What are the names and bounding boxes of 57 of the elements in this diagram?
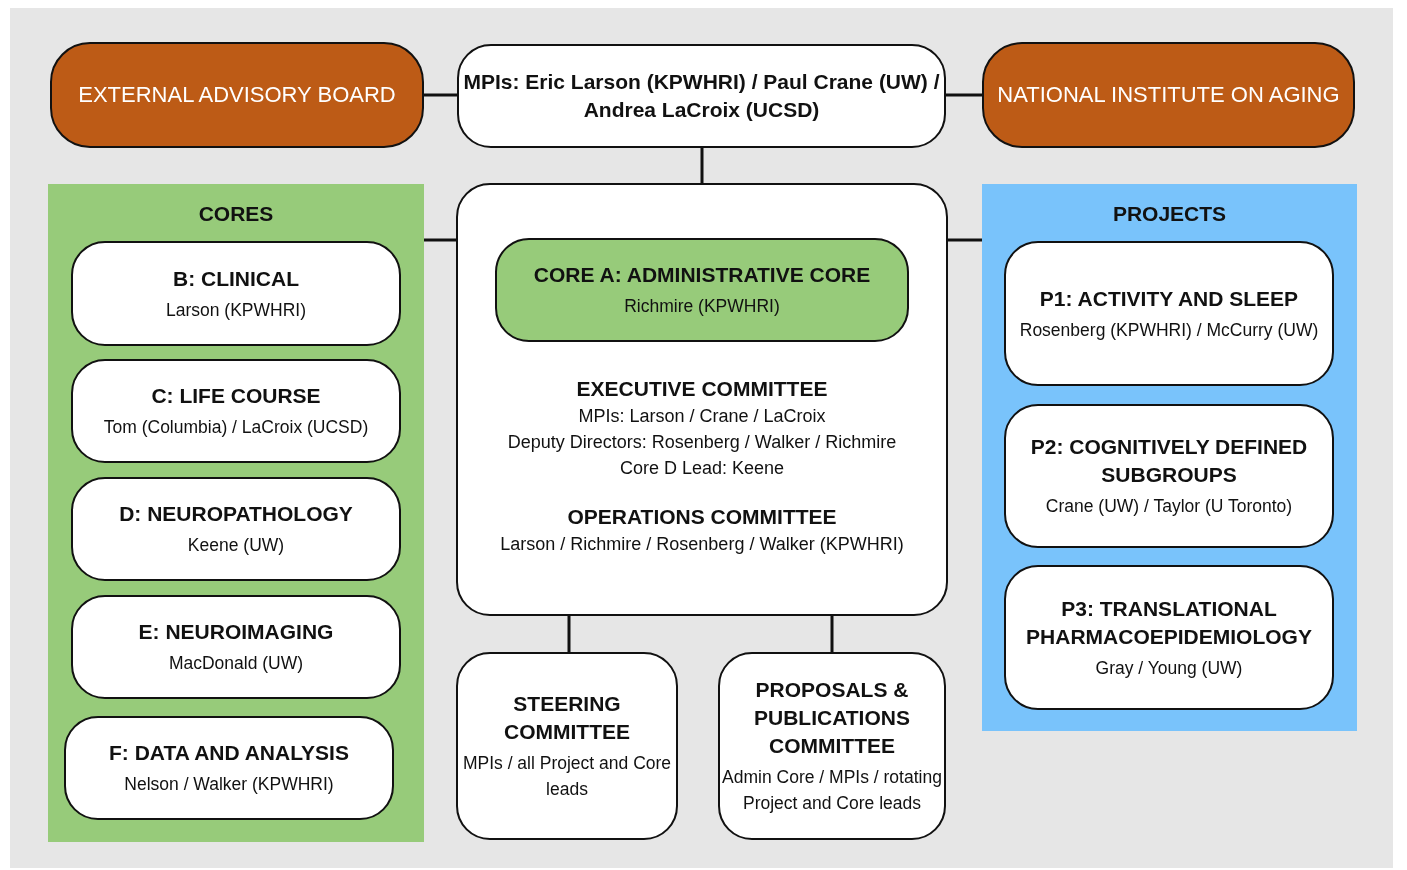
- heading-text: NATIONAL INSTITUTE ON AGING: [997, 81, 1340, 109]
- core-box: [64, 716, 394, 820]
- committee-box: [718, 652, 946, 840]
- member-text: Keene (UW): [187, 534, 285, 557]
- heading-text: PROPOSALS & PUBLICATIONS COMMITTEE: [753, 677, 911, 759]
- connector-line: [424, 238, 456, 242]
- heading-text: D: NEUROPATHOLOGY: [119, 501, 353, 527]
- core-box: [71, 477, 401, 581]
- heading-text: PROJECTS: [1112, 201, 1227, 227]
- central-box: [456, 183, 948, 616]
- board-box: [50, 42, 424, 148]
- project-box: [1004, 565, 1334, 710]
- connector-line: [948, 238, 982, 242]
- member-text: Gray / Young (UW): [1095, 656, 1243, 680]
- member-text: Crane (UW) / Taylor (U Toronto): [1045, 495, 1293, 518]
- cores-panel: [48, 184, 424, 842]
- heading-text: CORES: [198, 201, 274, 227]
- heading-text: P2: COGNITIVELY DEFINED SUBGROUPS: [1029, 434, 1309, 488]
- core-box: [495, 238, 909, 342]
- project-box: [1004, 241, 1334, 386]
- project-box: [1004, 404, 1334, 548]
- connector-line: [946, 93, 982, 97]
- member-text: MPIs: Larson / Crane / LaCroix: [578, 405, 826, 428]
- projects-panel: [982, 184, 1357, 731]
- heading-text: EXECUTIVE COMMITTEE: [576, 376, 828, 402]
- mpi-box: [457, 44, 946, 148]
- core-box: [71, 359, 401, 463]
- heading-text: OPERATIONS COMMITTEE: [567, 504, 837, 530]
- connector-line: [700, 148, 704, 183]
- heading-text: F: DATA AND ANALYSIS: [109, 740, 349, 766]
- connector-line: [830, 616, 834, 652]
- heading-text: B: CLINICAL: [173, 265, 299, 292]
- heading-text: EXTERNAL ADVISORY BOARD: [78, 81, 396, 109]
- institute-box: [982, 42, 1355, 148]
- heading-text: P1: ACTIVITY AND SLEEP: [1039, 285, 1299, 312]
- member-text: Tom (Columbia) / LaCroix (UCSD): [103, 416, 369, 439]
- heading-text: E: NEUROIMAGING: [138, 619, 334, 645]
- core-box: [71, 241, 401, 346]
- member-text: MPIs / all Project and Core leads: [461, 752, 673, 801]
- member-text: Larson / Richmire / Rosenberg / Walker (KPWHRI): [500, 533, 904, 556]
- heading-text: P3: TRANSLATIONAL PHARMACOEPIDEMIOLOGY: [1025, 595, 1313, 650]
- member-text: MacDonald (UW): [168, 652, 304, 675]
- heading-text: STEERING COMMITTEE: [503, 691, 631, 745]
- member-text: Deputy Directors: Rosenberg / Walker / Richmire: [507, 431, 897, 454]
- member-text: Richmire (KPWHRI): [624, 295, 780, 318]
- connector-line: [424, 93, 457, 97]
- committee-box: [456, 652, 678, 840]
- core-box: [71, 595, 401, 699]
- heading-text: C: LIFE COURSE: [151, 383, 321, 409]
- member-text: Nelson / Walker (KPWHRI): [124, 773, 334, 796]
- member-text: Core D Lead: Keene: [619, 457, 785, 480]
- member-text: Larson (KPWHRI): [166, 298, 306, 322]
- heading-text: MPIs: Eric Larson (KPWHRI) / Paul Crane (UW) / Andrea LaCroix (UCSD): [462, 69, 941, 123]
- connector-line: [567, 616, 571, 652]
- heading-text: CORE A: ADMINISTRATIVE CORE: [533, 262, 871, 288]
- member-text: Admin Core / MPIs / rotating Project and Core leads: [721, 766, 943, 815]
- member-text: Rosenberg (KPWHRI) / McCurry (UW): [1019, 318, 1319, 342]
